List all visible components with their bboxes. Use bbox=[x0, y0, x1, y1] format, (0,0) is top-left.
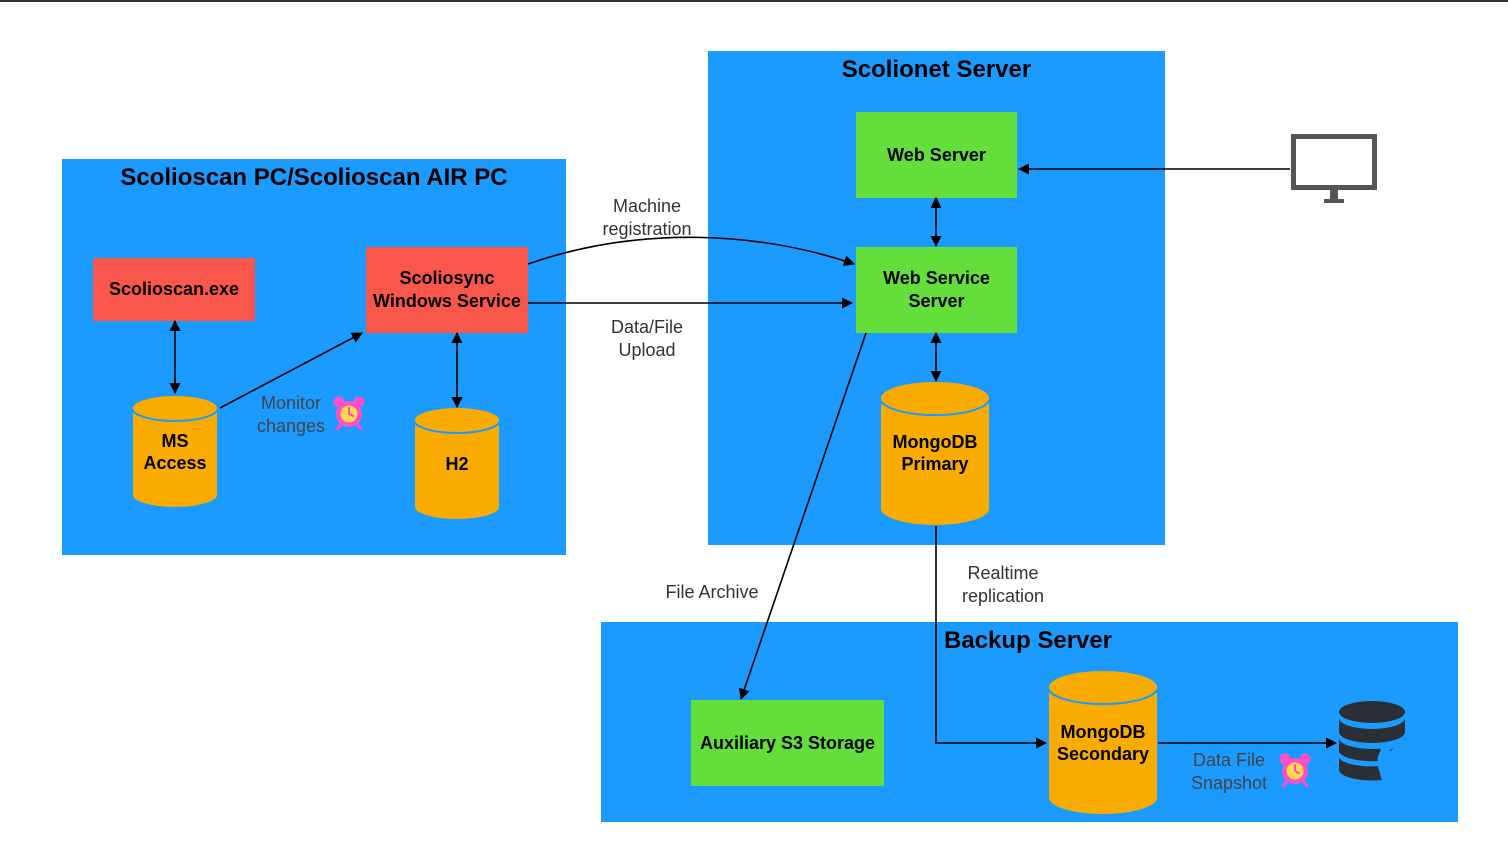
data-upload-line1: Data/File bbox=[610, 317, 684, 337]
mongodb-primary-label-line2: Primary bbox=[901, 454, 969, 474]
machine-registration-line1: Machine bbox=[612, 196, 682, 216]
top-border bbox=[0, 0, 1508, 2]
database-restore-icon bbox=[1338, 700, 1426, 788]
monitor-changes-line2: changes bbox=[256, 416, 326, 436]
auxiliary-s3-node[interactable]: Auxiliary S3 Storage bbox=[691, 700, 884, 786]
machine-registration-label: Machine registration bbox=[587, 195, 707, 241]
web-service-server-node[interactable]: Web Service Server bbox=[856, 247, 1017, 333]
alarm-clock-icon bbox=[331, 395, 367, 431]
mongodb-primary-label-line1: MongoDB bbox=[892, 432, 978, 452]
realtime-replication-label: Realtime replication bbox=[943, 562, 1063, 608]
h2-db[interactable]: H2 bbox=[413, 406, 501, 521]
auxiliary-s3-label: Auxiliary S3 Storage bbox=[699, 732, 876, 753]
ms-access-db[interactable]: MS Access bbox=[131, 394, 219, 509]
ms-access-label-line1: MS bbox=[161, 431, 189, 451]
data-file-snapshot-label: Data File Snapshot bbox=[1179, 749, 1279, 795]
web-service-label-line2: Server bbox=[908, 291, 965, 311]
edge-realtime-replication bbox=[935, 526, 1048, 749]
mongodb-secondary-label-line2: Secondary bbox=[1056, 744, 1150, 764]
desktop-monitor-icon[interactable] bbox=[1290, 133, 1378, 205]
scolioscan-pc-title: Scolioscan PC/Scolioscan AIR PC bbox=[120, 164, 508, 191]
edge-file-archive bbox=[738, 332, 867, 701]
edge-machine-registration bbox=[527, 236, 856, 267]
mongodb-primary-db[interactable]: MongoDB Primary bbox=[879, 380, 991, 527]
monitor-changes-label: Monitor changes bbox=[241, 392, 341, 438]
scoliosync-label-line2: Windows Service bbox=[373, 291, 521, 311]
scoliosync-service-node[interactable]: Scoliosync Windows Service bbox=[366, 247, 528, 333]
mongodb-secondary-label-line1: MongoDB bbox=[1060, 722, 1146, 742]
realtime-replication-line1: Realtime bbox=[967, 563, 1039, 583]
scolioscan-exe-label: Scolioscan.exe bbox=[108, 279, 240, 299]
scolioscan-exe-node[interactable]: Scolioscan.exe bbox=[93, 258, 255, 321]
edge-access-scoliosync bbox=[219, 332, 363, 409]
data-file-snapshot-line1: Data File bbox=[1192, 750, 1266, 770]
data-file-snapshot-line2: Snapshot bbox=[1190, 773, 1268, 793]
realtime-replication-line2: replication bbox=[961, 586, 1045, 606]
data-upload-label: Data/File Upload bbox=[587, 316, 707, 362]
alarm-clock-icon bbox=[1277, 752, 1313, 788]
file-archive-label: File Archive bbox=[665, 582, 759, 602]
monitor-changes-line1: Monitor bbox=[260, 393, 322, 413]
scoliosync-label-line1: Scoliosync bbox=[399, 268, 495, 288]
web-server-label: Web Server bbox=[887, 144, 986, 165]
ms-access-label-line2: Access bbox=[143, 453, 207, 473]
machine-registration-line2: registration bbox=[602, 219, 692, 239]
scolionet-server-title: Scolionet Server bbox=[841, 56, 1032, 83]
web-server-node[interactable]: Web Server bbox=[856, 112, 1017, 198]
h2-label: H2 bbox=[445, 454, 469, 474]
data-upload-line2: Upload bbox=[618, 340, 676, 360]
mongodb-secondary-db[interactable]: MongoDB Secondary bbox=[1047, 669, 1159, 816]
web-service-label-line1: Web Service bbox=[883, 268, 990, 288]
backup-server-title: Backup Server bbox=[944, 627, 1113, 654]
